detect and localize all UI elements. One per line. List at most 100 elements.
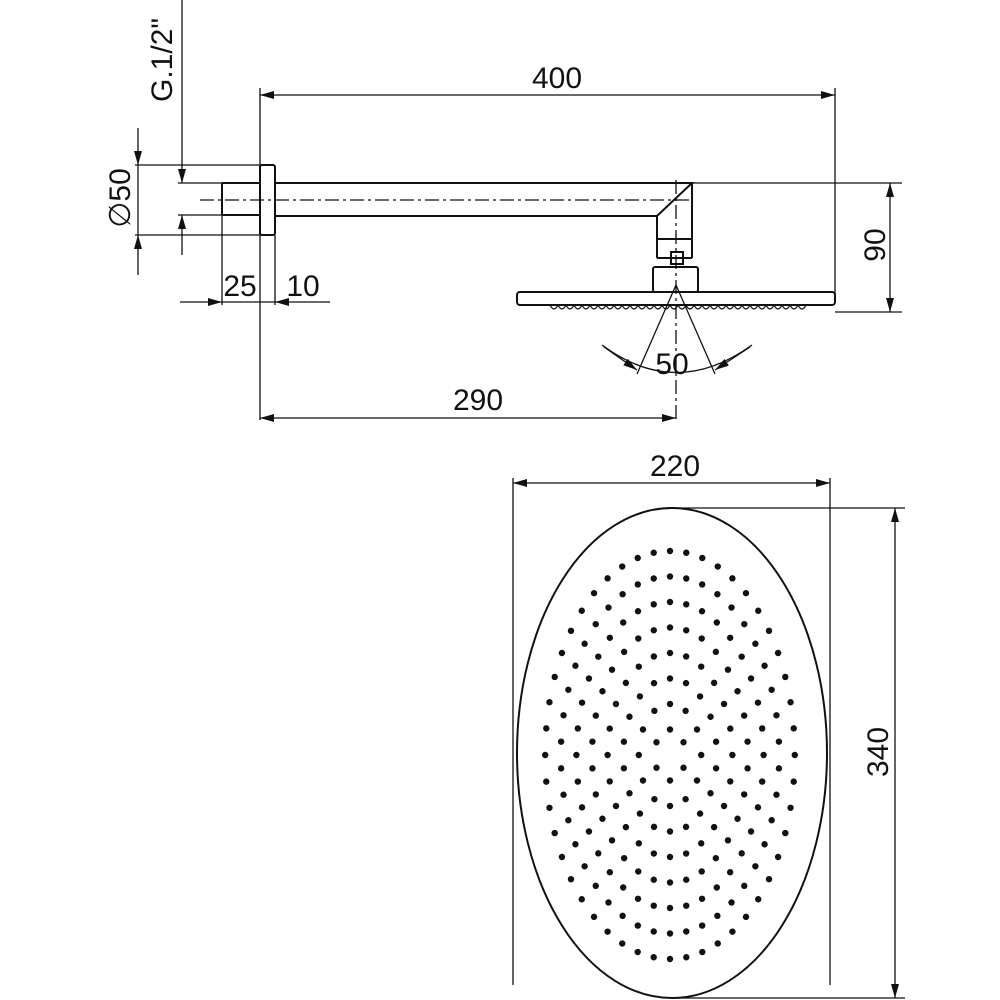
nozzle-dot	[768, 817, 775, 824]
nozzle-dot	[551, 829, 558, 837]
nozzle-dot	[761, 841, 768, 848]
nozzle-dot	[619, 590, 626, 598]
nozzle-dot	[608, 666, 616, 673]
nozzle-dot	[619, 912, 626, 920]
nozzle-dot	[710, 823, 718, 831]
nozzle-dot	[636, 810, 644, 817]
nozzle-dot	[650, 850, 658, 857]
nozzle-dot	[683, 627, 690, 634]
nozzle-dot	[682, 823, 690, 831]
nozzle-dot	[626, 713, 633, 720]
nozzle-dot	[682, 707, 689, 715]
nozzle-dot	[605, 604, 612, 611]
nozzle-dot	[714, 912, 721, 920]
nozzle-dot	[635, 663, 642, 670]
nozzle-dot	[578, 804, 586, 811]
nozzle-dot	[635, 635, 642, 642]
nozzle-dot	[567, 875, 575, 883]
nozzle-dot	[635, 868, 642, 875]
nozzle-dot	[682, 679, 690, 687]
extension-lines-d50	[135, 164, 260, 236]
nozzle-dot	[698, 635, 705, 642]
nozzle-dot	[720, 700, 728, 708]
nozzle-dot	[666, 930, 674, 937]
nozzle-dot	[775, 738, 783, 745]
side-view: 400 90 ∅50 G.1/2" 25 10 50 290	[104, 0, 902, 422]
nozzle-dot	[707, 790, 714, 797]
nozzle-dot	[758, 725, 766, 732]
nozzle-dot	[636, 693, 644, 700]
nozzle-dot	[650, 954, 657, 961]
spray-cone-lines	[636, 284, 716, 375]
nozzle-dot	[653, 739, 660, 746]
nozzle-dot	[768, 686, 775, 693]
nozzle-dot	[699, 948, 706, 956]
nozzle-dot	[546, 804, 553, 811]
nipple	[221, 182, 260, 216]
nozzle-dot	[666, 904, 674, 912]
nozzle-dot	[635, 751, 642, 759]
nozzle-dot	[572, 841, 579, 848]
shower-head-outline	[516, 507, 828, 999]
nozzle-dot	[729, 575, 736, 582]
dim-290-label: 290	[453, 384, 503, 417]
nozzle-dot	[634, 948, 641, 956]
nozzle-dot	[683, 601, 690, 608]
nozzle-dot	[567, 627, 575, 635]
nozzle-dot	[754, 699, 762, 706]
dim-d50-label: ∅50	[104, 168, 137, 228]
nozzle-dot	[727, 778, 734, 785]
nozzle-dot	[712, 738, 720, 745]
nozzle-dot	[729, 928, 736, 935]
nozzle-dot	[666, 726, 674, 733]
nozzle-dot	[726, 634, 734, 641]
thread-label: G.1/2"	[146, 18, 179, 102]
nozzle-dot	[543, 778, 550, 785]
nozzle-dot	[683, 549, 690, 556]
nozzle-dot	[574, 725, 582, 732]
nozzle-dot	[606, 778, 613, 785]
nozzle-dot	[740, 712, 748, 719]
nozzle-dot	[666, 624, 674, 631]
nozzle-dot	[612, 700, 620, 708]
nozzle-dot	[693, 777, 701, 784]
nozzle-dot	[650, 653, 658, 660]
nozzle-dot	[782, 673, 789, 681]
nozzle-dot	[581, 863, 588, 870]
nozzle-dot	[714, 940, 721, 947]
nozzle-dot	[698, 840, 705, 847]
nozzle-dot	[612, 802, 620, 810]
nozzle-dot	[760, 751, 767, 759]
nozzle-dot	[604, 751, 611, 759]
extension-lines-90	[692, 182, 902, 313]
angle-arrow-left	[603, 346, 638, 371]
nozzle-dot	[620, 738, 628, 745]
nozzle-dot	[650, 627, 657, 634]
nozzle-dot	[666, 700, 674, 708]
nozzle-dot	[634, 608, 642, 615]
top-view: 220 340	[512, 450, 905, 999]
nozzle-dot	[620, 884, 627, 891]
nozzle-dot	[589, 765, 596, 772]
nozzle-dot	[782, 829, 789, 837]
nozzle-dot	[666, 547, 674, 555]
nozzle-dot	[744, 738, 751, 745]
nozzle-dot	[604, 928, 611, 935]
nozzle-dot	[585, 675, 593, 682]
nozzle-dot	[698, 922, 706, 929]
nozzle-dot	[696, 810, 704, 817]
nozzle-dot	[791, 751, 798, 759]
nozzle-dot	[560, 791, 567, 798]
nozzle-dot	[698, 663, 705, 670]
nozzle-dot	[714, 563, 721, 570]
nozzle-dot	[592, 882, 599, 890]
nozzle-dot	[696, 693, 704, 700]
nozzle-dot	[741, 882, 748, 890]
nozzle-dot	[650, 575, 657, 582]
nozzle-dot	[650, 549, 657, 556]
nozzle-dot	[650, 928, 657, 935]
extension-lines-25-10	[221, 215, 276, 305]
nozzle-dot	[683, 902, 690, 909]
nozzle-dot	[639, 726, 647, 733]
nozzle-dot	[666, 853, 674, 861]
